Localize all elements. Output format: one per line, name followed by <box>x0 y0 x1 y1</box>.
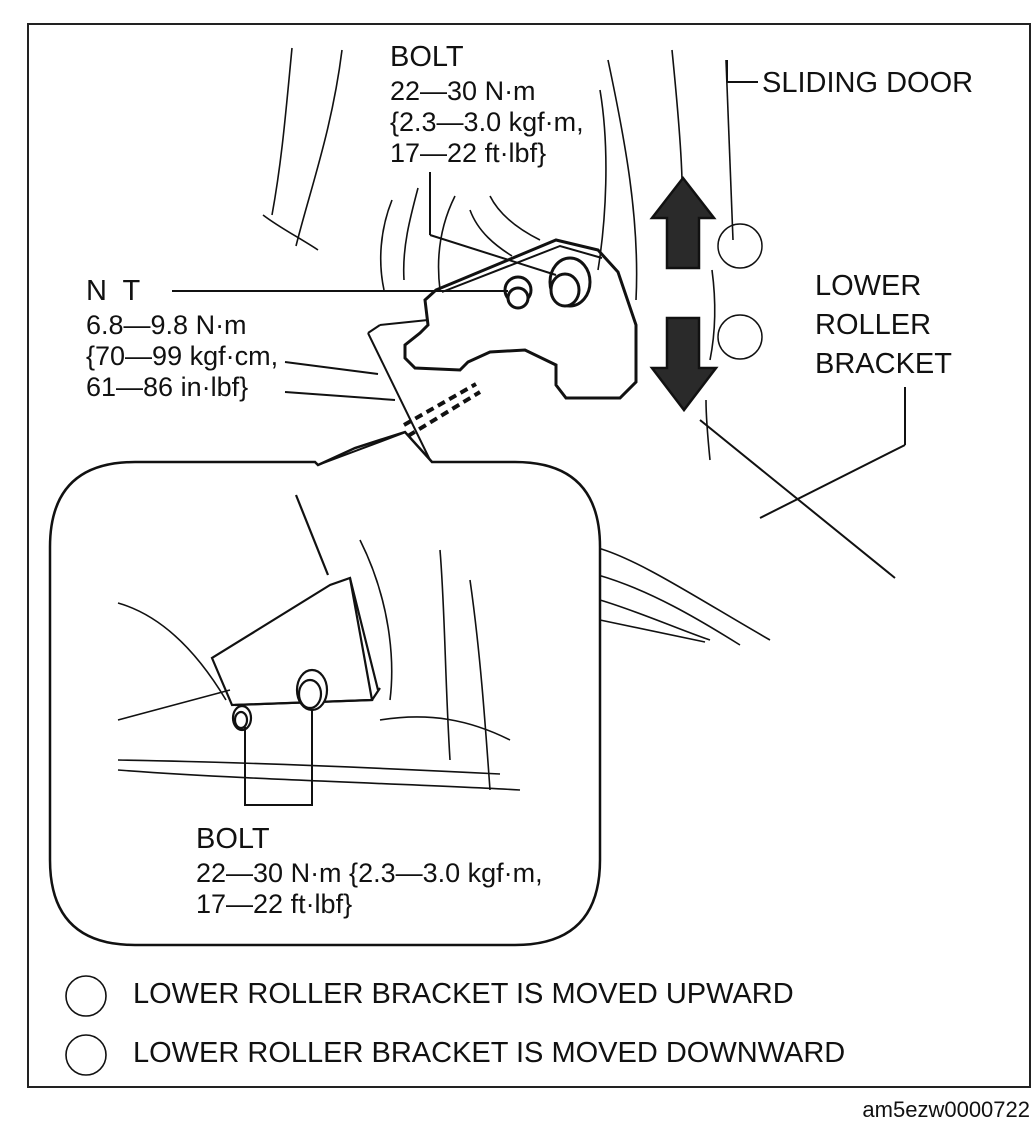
up-arrow <box>649 175 717 270</box>
legend-down-marker <box>65 1034 107 1076</box>
up-arrow-marker <box>717 223 763 269</box>
legend-item-up: LOWER ROLLER BRACKET IS MOVED UPWARD <box>133 978 794 1010</box>
bolt-top-torque-ftlbf: 17—22 ft·lbf} <box>390 138 547 168</box>
leader-lines <box>172 60 906 519</box>
lrb-line-1: LOWER <box>815 270 922 302</box>
floor-lines <box>597 547 771 646</box>
bolt-inset-title: BOLT <box>196 823 270 855</box>
down-arrow-marker <box>717 314 763 360</box>
figure-frame <box>27 23 1031 1088</box>
sliding-door-label: SLIDING DOOR <box>762 67 974 99</box>
down-arrow <box>649 316 719 413</box>
nut-torque-kgf: {70—99 kgf·cm, <box>86 341 279 371</box>
bolt-label-top: BOLT 22—30 N·m {2.3—3.0 kgf·m, 17—22 ft·… <box>390 38 584 169</box>
bolt-inset-torque-ftlbf: 17—22 ft·lbf} <box>196 889 353 919</box>
bolt-top-torque-kgf: {2.3—3.0 kgf·m, <box>390 107 584 137</box>
figure-code: am5ezw0000722 <box>862 1097 1030 1122</box>
legend-up-marker <box>65 975 107 1017</box>
legend-item-down: LOWER ROLLER BRACKET IS MOVED DOWNWARD <box>133 1037 846 1069</box>
bolt-top-torque-nm: 22—30 N·m <box>390 76 536 106</box>
nut-torque-nm: 6.8—9.8 N·m <box>86 310 247 340</box>
lrb-line-2: ROLLER <box>815 309 932 341</box>
nut-label: N T 6.8—9.8 N·m {70—99 kgf·cm, 61—86 in·… <box>86 272 278 403</box>
bolt-label-inset: BOLT 22—30 N·m {2.3—3.0 kgf·m, 17—22 ft·… <box>196 820 543 920</box>
nut-title: N T <box>86 275 141 307</box>
lower-roller-bracket-drawing <box>367 238 896 579</box>
bolt-inset-torque: 22—30 N·m {2.3—3.0 kgf·m, <box>196 858 543 888</box>
lrb-line-3: BRACKET <box>815 348 952 380</box>
inset-drawing <box>117 494 521 806</box>
bolt-top-title: BOLT <box>390 41 464 73</box>
nut-torque-inlbf: 61—86 in·lbf} <box>86 372 249 402</box>
lower-roller-bracket-label: LOWER ROLLER BRACKET <box>815 267 952 384</box>
